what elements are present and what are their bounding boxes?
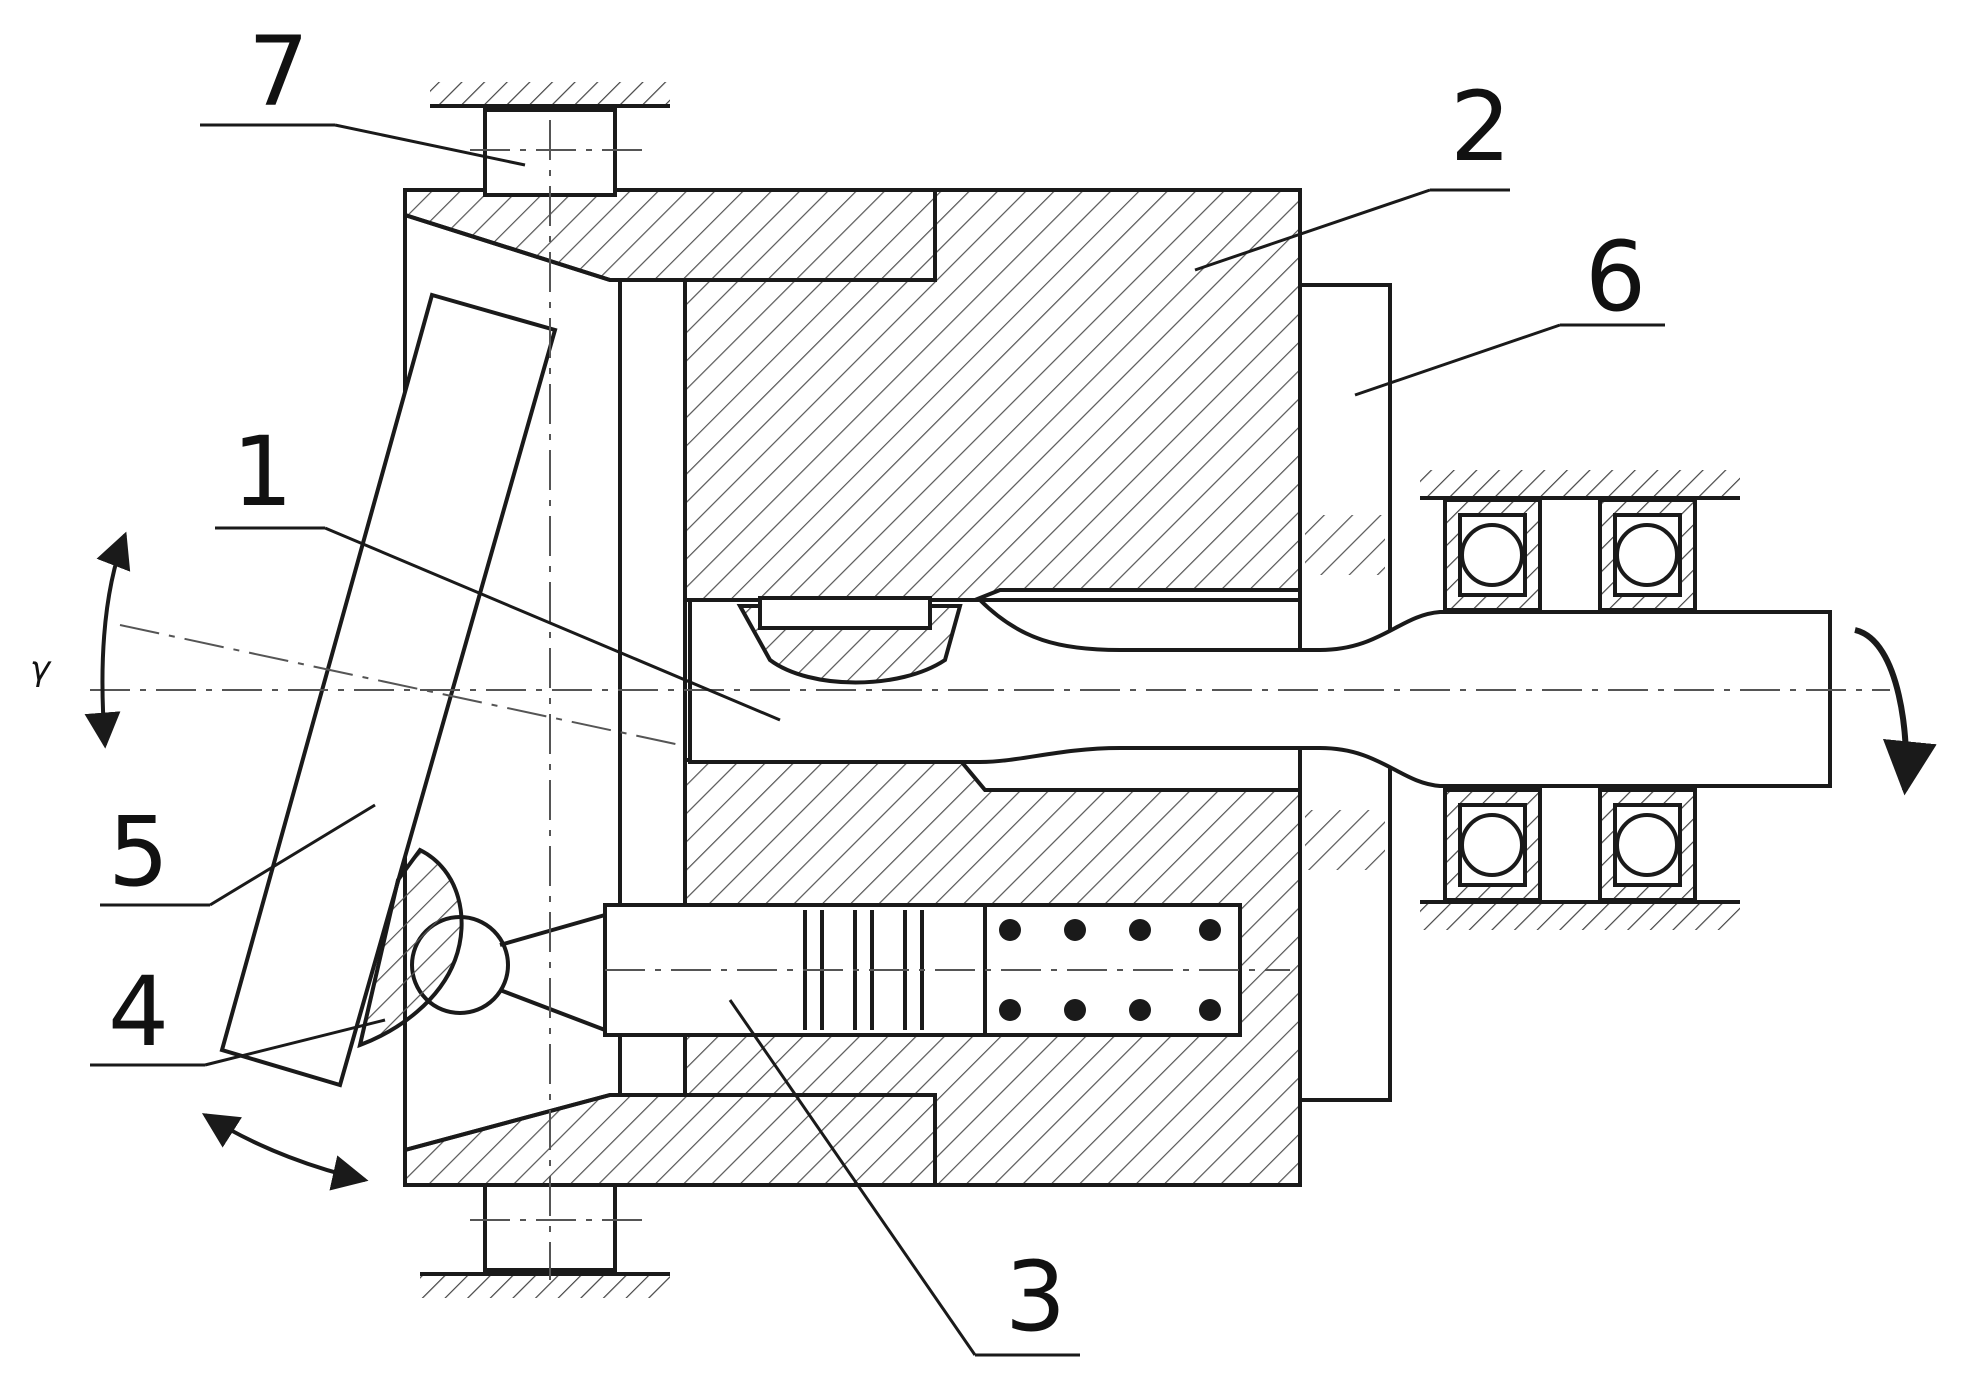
label-part-4: 4 [108,956,169,1068]
bottom-ground [420,1274,670,1298]
piston [603,903,992,1037]
label-part-1: 1 [232,416,293,528]
housing-upper-hatched [403,188,937,282]
label-part-5: 5 [108,796,169,908]
bearing-ground-top [1420,470,1740,496]
tilt-angle-indicator: γ [30,531,131,749]
rotation-arrow [1854,627,1937,796]
label-part-2: 2 [1450,71,1511,183]
center-lines [90,120,1890,1280]
slipper-shoe [357,847,464,1049]
housing-lower-hatched [403,1093,937,1187]
label-part-7: 7 [248,16,309,128]
top-ground [430,82,670,106]
leader-lines [90,123,1665,1357]
part-labels: 1 2 3 4 5 6 7 [108,16,1646,1353]
port-plate-upper-hatch [1305,515,1385,575]
angle-label: γ [30,649,52,689]
port-plate-lower-hatch [1305,810,1385,870]
spring-coils [999,919,1221,1021]
swing-arrow [201,1113,369,1191]
bearings [1420,470,1740,930]
bearing-ground-bottom [1420,904,1740,930]
tilt-angle-arrow [84,531,131,749]
label-part-3: 3 [1005,1241,1066,1353]
drive-shaft [688,596,1832,788]
label-part-6: 6 [1585,221,1646,333]
